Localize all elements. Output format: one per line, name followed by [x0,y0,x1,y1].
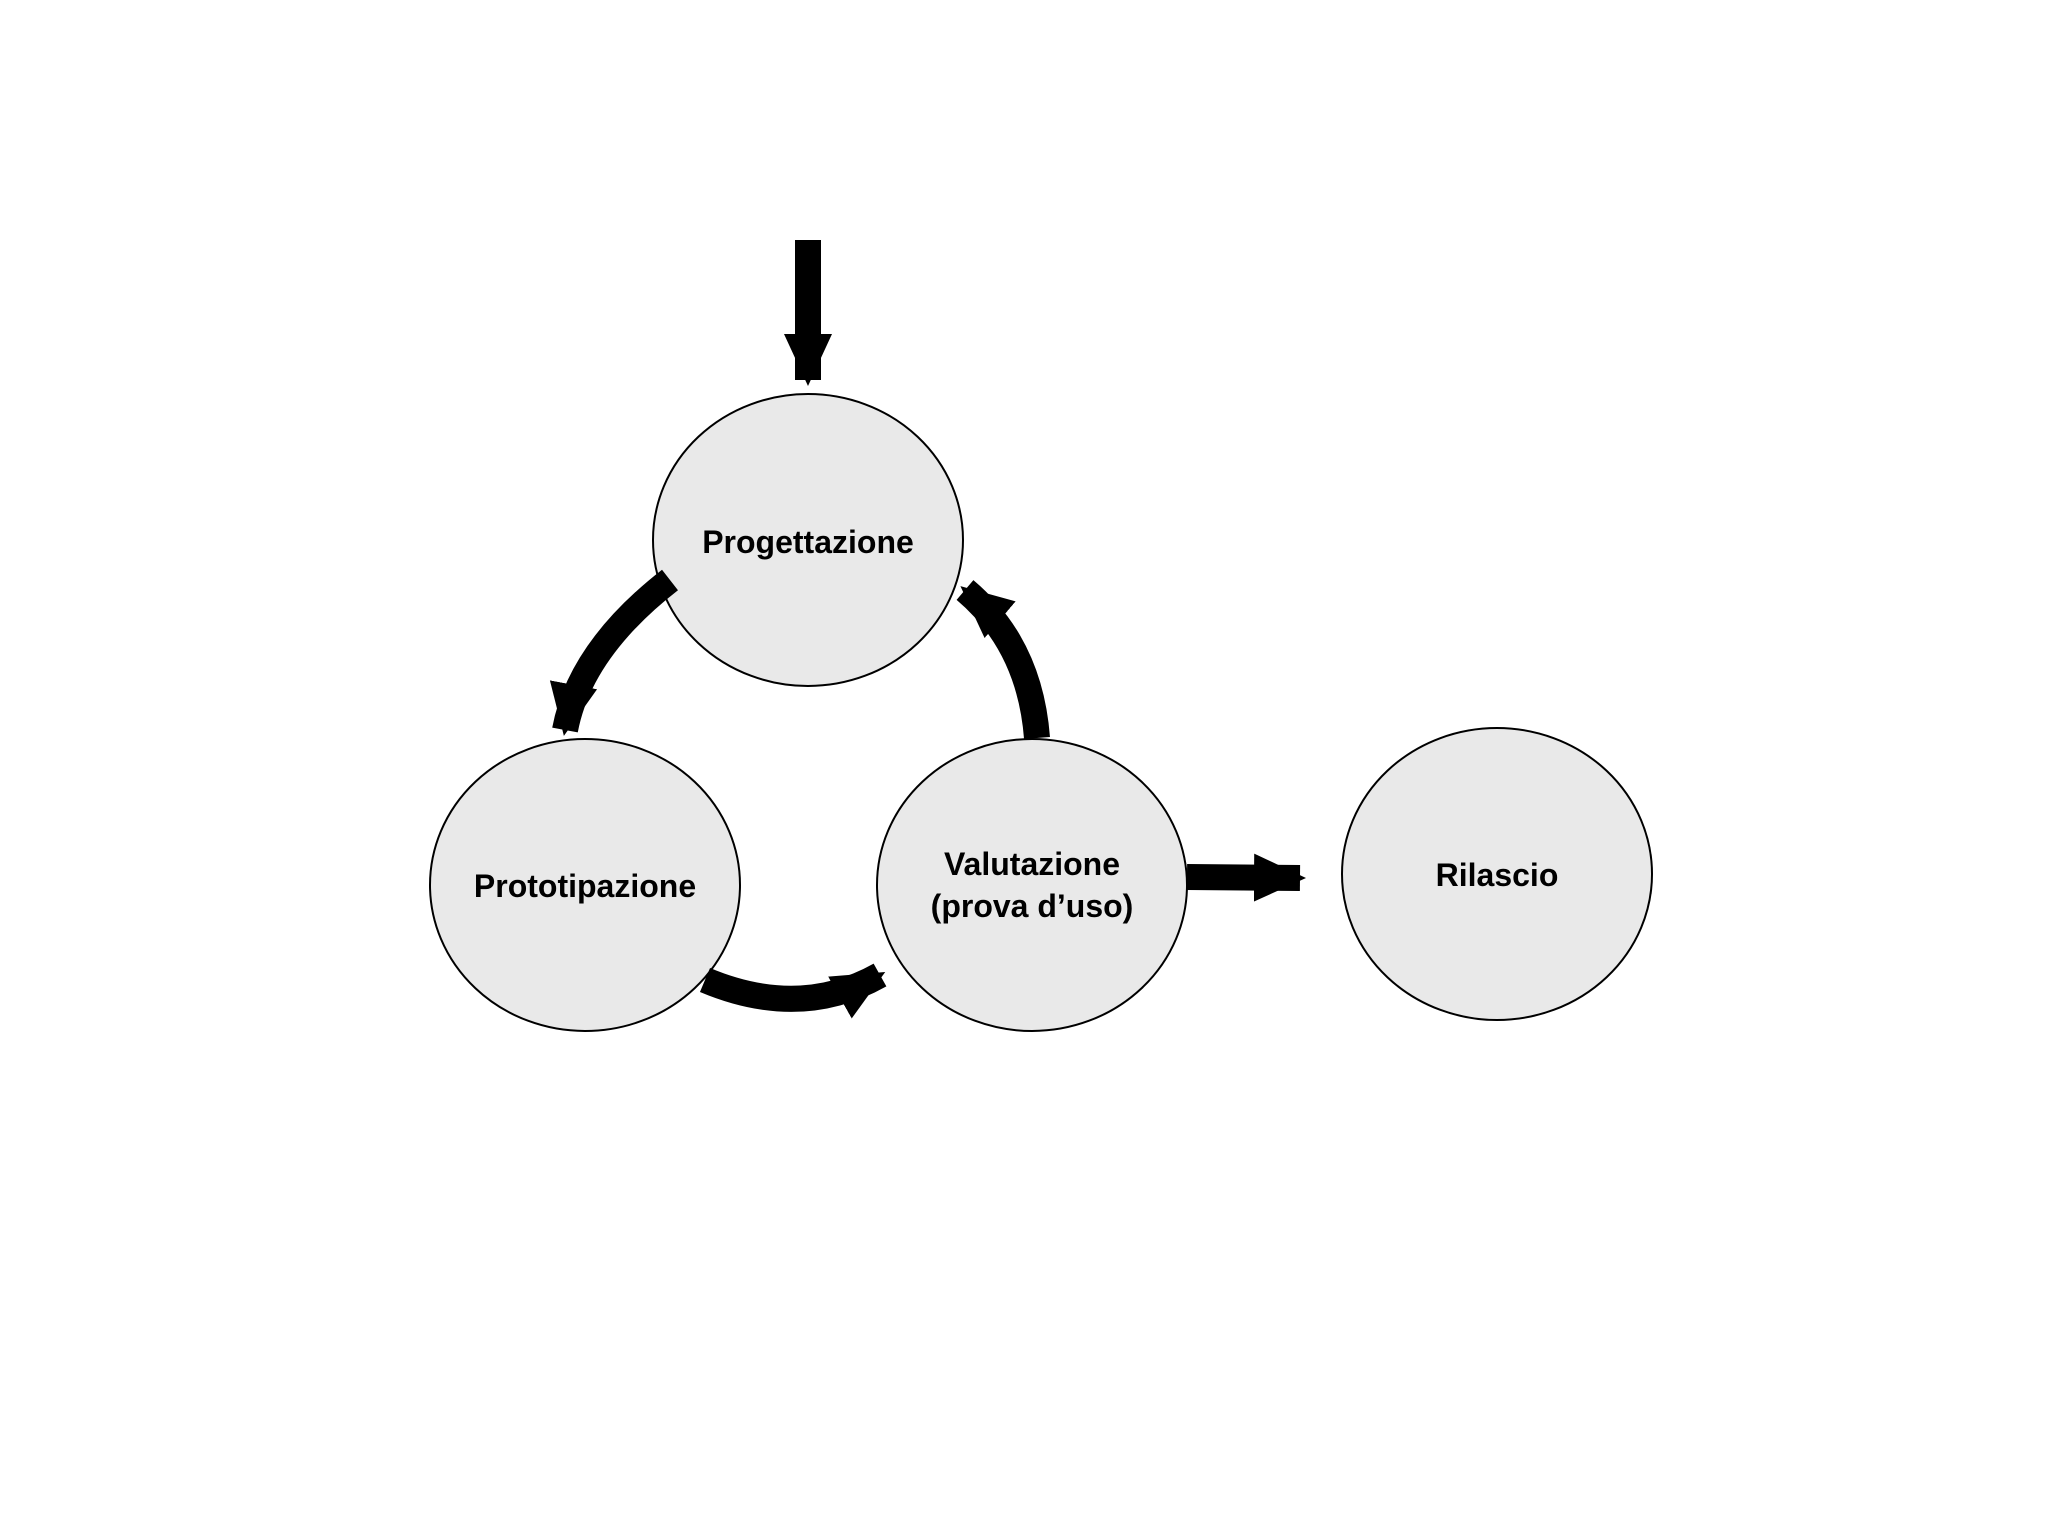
node-progettazione-circle [652,393,964,687]
node-rilascio-circle [1341,727,1653,1021]
node-rilascio-label: Rilascio [1436,857,1559,893]
arrow-prototipazione-to-valutazione [699,963,887,1019]
arrow-valutazione-to-progettazione [956,580,1050,740]
node-valutazione-circle [876,738,1188,1032]
node-prototipazione: Prototipazione [429,738,741,1032]
node-valutazione-label-line2: (prova d’uso) [931,888,1134,924]
node-rilascio: Rilascio [1341,727,1653,1021]
node-valutazione: Valutazione (prova d’uso) [876,738,1188,1032]
node-valutazione-label-line1: Valutazione [944,846,1120,882]
arrow-valutazione-to-rilascio [1186,853,1306,902]
node-progettazione-label: Progettazione [702,524,914,560]
node-progettazione: Progettazione [652,393,964,687]
arrow-progettazione-to-prototipazione [549,569,678,736]
node-prototipazione-label: Prototipazione [474,868,696,904]
node-prototipazione-circle [429,738,741,1032]
